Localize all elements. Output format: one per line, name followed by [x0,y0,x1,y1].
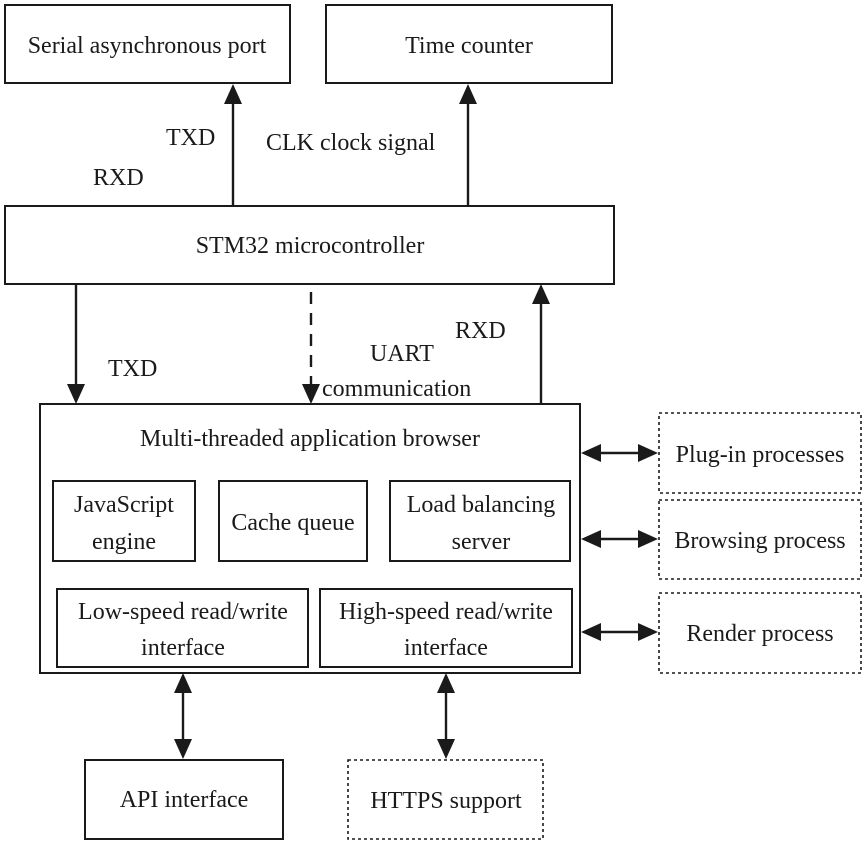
plugin-box [658,412,862,494]
api-label: API interface [120,787,249,813]
browser-title: Multi-threaded application browser [140,426,480,452]
txd-up-arrowhead [224,84,242,104]
https-arrowhead-up [437,673,455,693]
load-balancing-label-line1: Load balancing [407,492,556,518]
js-engine-box [52,480,196,562]
browsing-arrowhead-right [638,530,658,548]
stm32-box [4,205,615,285]
browsing-box [658,499,862,580]
txd-top-label: TXD [166,125,215,151]
high-speed-box [319,588,573,668]
rxd-top-label: RXD [93,165,144,191]
uart-label-line2: communication [322,376,471,402]
https-box [347,759,544,840]
low-speed-box [56,588,309,668]
render-label: Render process [686,621,833,647]
render-box [658,592,862,674]
serial-port-label: Serial asynchronous port [28,33,267,59]
cache-queue-box [218,480,368,562]
high-speed-label-line2: interface [404,635,488,661]
rxd-bottom-label: RXD [455,318,506,344]
https-arrowhead-down [437,739,455,759]
txd-down-arrowhead [67,384,85,404]
time-counter-label: Time counter [405,33,533,59]
clk-label: CLK clock signal [266,130,436,156]
high-speed-label-line1: High-speed read/write [339,599,553,625]
plugin-label: Plug-in processes [676,442,845,468]
plugin-arrowhead-left [581,444,601,462]
browsing-label: Browsing process [674,528,845,554]
render-arrowhead-right [638,623,658,641]
low-speed-label-line1: Low-speed read/write [78,599,288,625]
https-label: HTTPS support [370,788,522,814]
serial-port-box [4,4,291,84]
load-balancing-label-line2: server [452,529,511,555]
txd-bottom-label: TXD [108,356,157,382]
browsing-arrowhead-left [581,530,601,548]
stm32-label: STM32 microcontroller [196,233,425,259]
js-engine-label-line2: engine [92,529,156,555]
uart-down-arrowhead [302,384,320,404]
api-box [84,759,284,840]
clk-up-arrowhead [459,84,477,104]
rxd-up-arrowhead [532,284,550,304]
api-arrowhead-up [174,673,192,693]
render-arrowhead-left [581,623,601,641]
uart-label-line1: UART [370,341,434,367]
api-arrowhead-down [174,739,192,759]
load-balancing-box [389,480,571,562]
cache-queue-label: Cache queue [231,510,354,536]
js-engine-label-line1: JavaScript [74,492,174,518]
time-counter-box [325,4,613,84]
plugin-arrowhead-right [638,444,658,462]
low-speed-label-line2: interface [141,635,225,661]
